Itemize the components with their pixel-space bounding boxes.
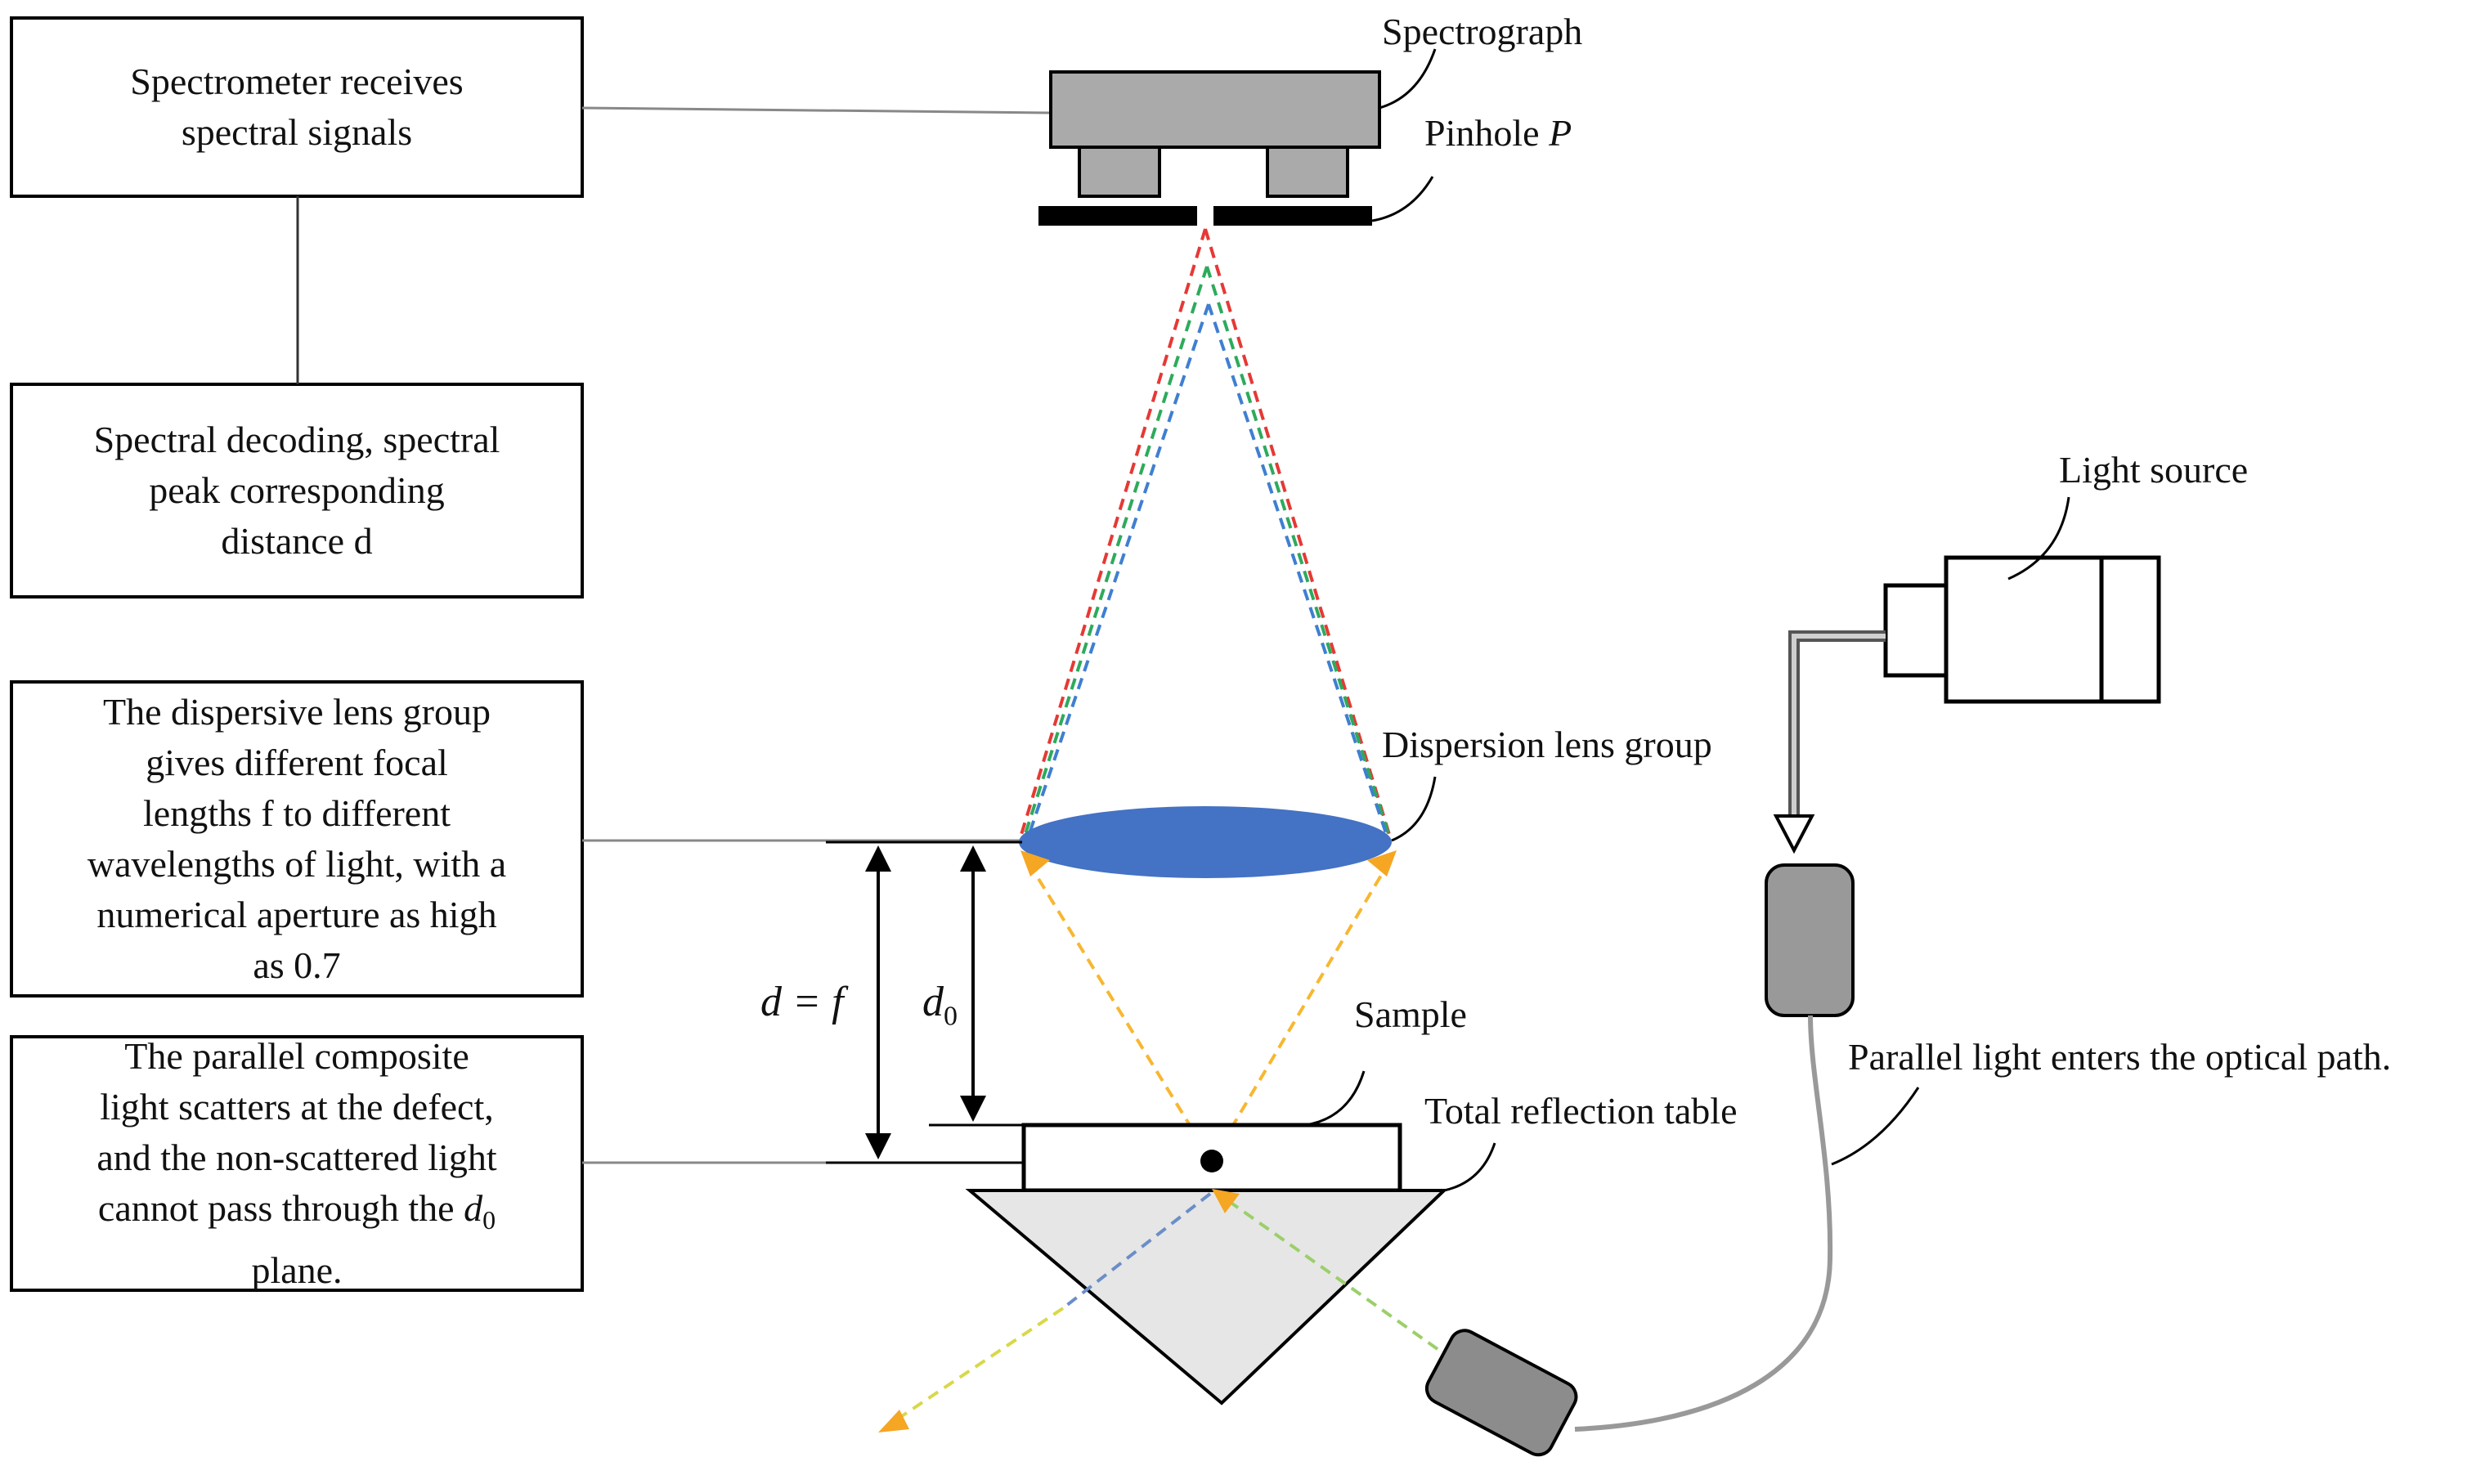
- dispersive-line: lengths f to different: [143, 792, 451, 834]
- label-light-source: Light source: [2059, 449, 2249, 491]
- scatter-line: cannot pass through the: [97, 1186, 455, 1229]
- scatter-line: and the non-scattered light: [96, 1136, 497, 1178]
- label-dispersion-lens: Dispersion lens group: [1382, 724, 1712, 765]
- ray-green-left: [1022, 266, 1209, 840]
- pinhole-plate-left: [1038, 206, 1197, 226]
- spectrometer-box-text: Spectrometer receives spectral signals: [11, 18, 582, 196]
- label-sample: Sample: [1354, 993, 1467, 1035]
- scatter-box: [10, 1035, 584, 1292]
- arrow-d0-bottom: [960, 1096, 986, 1122]
- d0-subscript: 0: [944, 1001, 958, 1032]
- collimator: [1765, 863, 1855, 1017]
- fiber-arrowhead: [1773, 814, 1815, 854]
- arrow-d-equals-f-top: [865, 845, 891, 872]
- leader-parallel-light: [1831, 1087, 1920, 1166]
- light-source-body: [1944, 555, 2161, 704]
- decoding-line: distance d: [221, 520, 373, 562]
- dispersive-line: as 0.7: [253, 944, 341, 986]
- ray-yellow-right-arrowhead: [1367, 850, 1397, 877]
- label-pinhole: Pinhole: [1424, 112, 1540, 154]
- label-parallel-light: Parallel light enters the optical path.: [1848, 1036, 2392, 1078]
- pinhole-plate-right: [1213, 206, 1372, 226]
- incident-ray-arrowhead: [1212, 1189, 1240, 1213]
- scatter-d-symbol: d: [464, 1186, 483, 1229]
- dispersion-lens: [1019, 806, 1392, 878]
- decoding-line: peak corresponding: [149, 469, 445, 511]
- decoding-box-text: Spectral decoding, spectral peak corresp…: [11, 384, 582, 597]
- leader-total-reflection: [1443, 1142, 1496, 1192]
- dispersive-box-text: The dispersive lens group gives differen…: [11, 682, 582, 996]
- label-d0: d0: [922, 981, 958, 1030]
- ray-yellow-right: [1210, 859, 1392, 1163]
- fiber-pipe-inner: [1792, 634, 1886, 818]
- scatter-d-subscript: 0: [482, 1205, 496, 1235]
- scatter-line: The parallel composite: [124, 1034, 469, 1077]
- leader-light-source: [2007, 496, 2070, 581]
- leader-pinhole: [1371, 176, 1434, 222]
- ray-blue-right: [1207, 303, 1390, 841]
- scatter-line-with-symbol: cannot pass through the d0: [98, 1183, 496, 1245]
- label-d-equals-f: d = f: [760, 979, 844, 1025]
- decoding-line: Spectral decoding, spectral: [93, 419, 500, 460]
- fiber-pipe: [1788, 630, 1886, 818]
- total-reflection-prism: [965, 1189, 1448, 1406]
- reflected-ray-lower: [893, 1307, 1065, 1423]
- spectrograph-foot-right: [1266, 146, 1349, 198]
- defect-dot: [1200, 1150, 1223, 1172]
- dispersive-box: [10, 680, 584, 998]
- ray-blue-left: [1025, 303, 1210, 841]
- leader-spectrometer: [581, 106, 1052, 114]
- ray-red-right: [1204, 228, 1392, 838]
- scatter-line: light scatters at the defect,: [100, 1085, 494, 1128]
- label-spectrograph: Spectrograph: [1382, 11, 1583, 52]
- label-total-reflection: Total reflection table: [1424, 1090, 1738, 1132]
- spectrograph-foot-left: [1078, 146, 1161, 198]
- fiber-cable: [1574, 1015, 1833, 1432]
- dispersive-line: wavelengths of light, with a: [87, 843, 507, 885]
- ray-yellow-left-arrowhead: [1020, 850, 1050, 877]
- spectrograph-body: [1049, 70, 1381, 149]
- incident-ray: [1217, 1192, 1439, 1351]
- leader-lens: [1391, 776, 1437, 842]
- spectrometer-line: spectral signals: [181, 111, 413, 153]
- leader-spectrograph: [1379, 48, 1437, 110]
- dispersive-line: The dispersive lens group: [103, 691, 491, 733]
- label-pinhole-group: Pinhole P: [1424, 114, 1572, 152]
- scatter-line: plane.: [251, 1249, 343, 1292]
- decoding-box: [10, 383, 584, 599]
- spectrometer-box: [10, 16, 584, 198]
- dispersive-line: gives different focal: [146, 742, 448, 783]
- ray-red-left: [1019, 228, 1207, 838]
- scatter-box-text: The parallel composite light scatters at…: [11, 1035, 582, 1291]
- reflected-ray-arrowhead: [878, 1410, 909, 1432]
- arrow-d-equals-f-bottom: [865, 1133, 891, 1159]
- label-pinhole-symbol: P: [1549, 112, 1572, 154]
- arrow-d0-top: [960, 845, 986, 872]
- ray-green-right: [1205, 266, 1392, 840]
- leader-sample: [1304, 1070, 1366, 1127]
- sample-slab: [1021, 1123, 1402, 1193]
- ray-yellow-left: [1025, 859, 1213, 1163]
- emitter-block: [1424, 1329, 1578, 1457]
- dispersive-line: numerical aperture as high: [96, 894, 497, 935]
- spectrometer-line: Spectrometer receives: [130, 61, 464, 102]
- d0-symbol: d: [922, 979, 944, 1025]
- light-source-nozzle: [1883, 583, 1949, 678]
- reflected-ray-upper: [1061, 1192, 1212, 1310]
